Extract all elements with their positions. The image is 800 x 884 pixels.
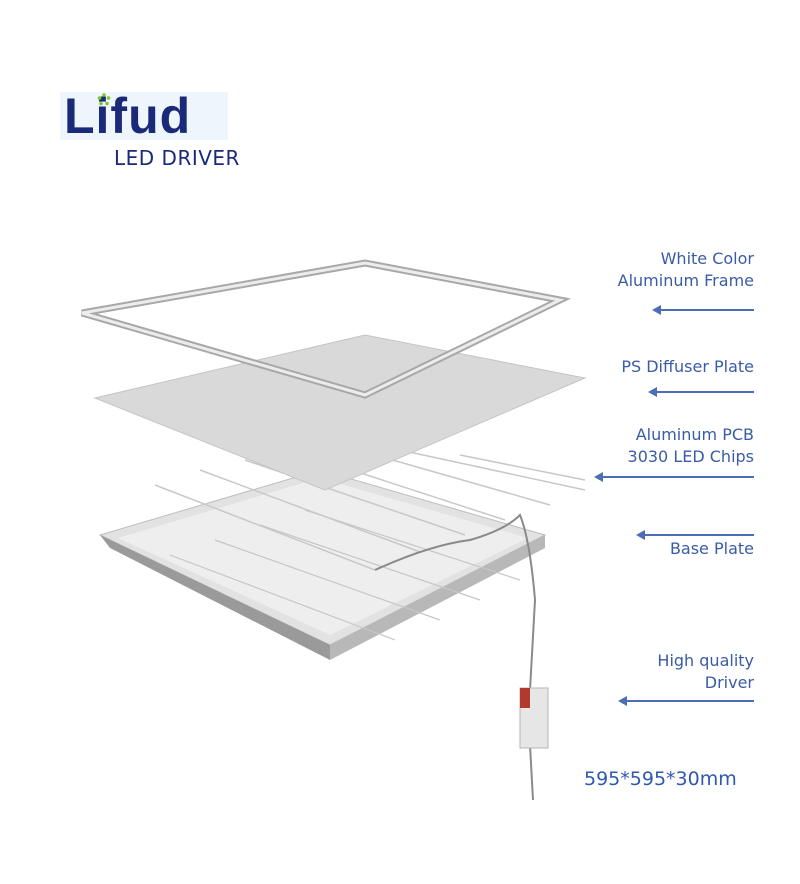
base-plate-illustration: [98, 469, 547, 660]
diffuser-plate-illustration: [93, 334, 587, 491]
label-driver: High quality Driver: [657, 651, 754, 692]
arrow-icon: [652, 305, 754, 315]
flower-icon: [97, 93, 111, 106]
arrow-icon: [636, 530, 754, 540]
arrow-icon: [594, 472, 754, 482]
logo-background: [60, 92, 228, 140]
label-aluminum-frame: White Color Aluminum Frame: [617, 249, 754, 290]
label-base-plate: Base Plate: [669, 539, 754, 558]
aluminum-frame-illustration: [81, 259, 572, 399]
label-aluminum-pcb: Aluminum PCB 3030 LED Chips: [627, 425, 754, 466]
arrow-icon: [618, 696, 754, 706]
arrow-icon: [648, 387, 754, 397]
panel-dimensions: 595*595*30mm: [584, 768, 737, 790]
brand-logo: Lifud: [64, 88, 192, 144]
brand-subtitle: LED DRIVER: [114, 146, 240, 170]
driver-illustration: [519, 687, 549, 749]
label-diffuser-plate: PS Diffuser Plate: [621, 357, 754, 376]
